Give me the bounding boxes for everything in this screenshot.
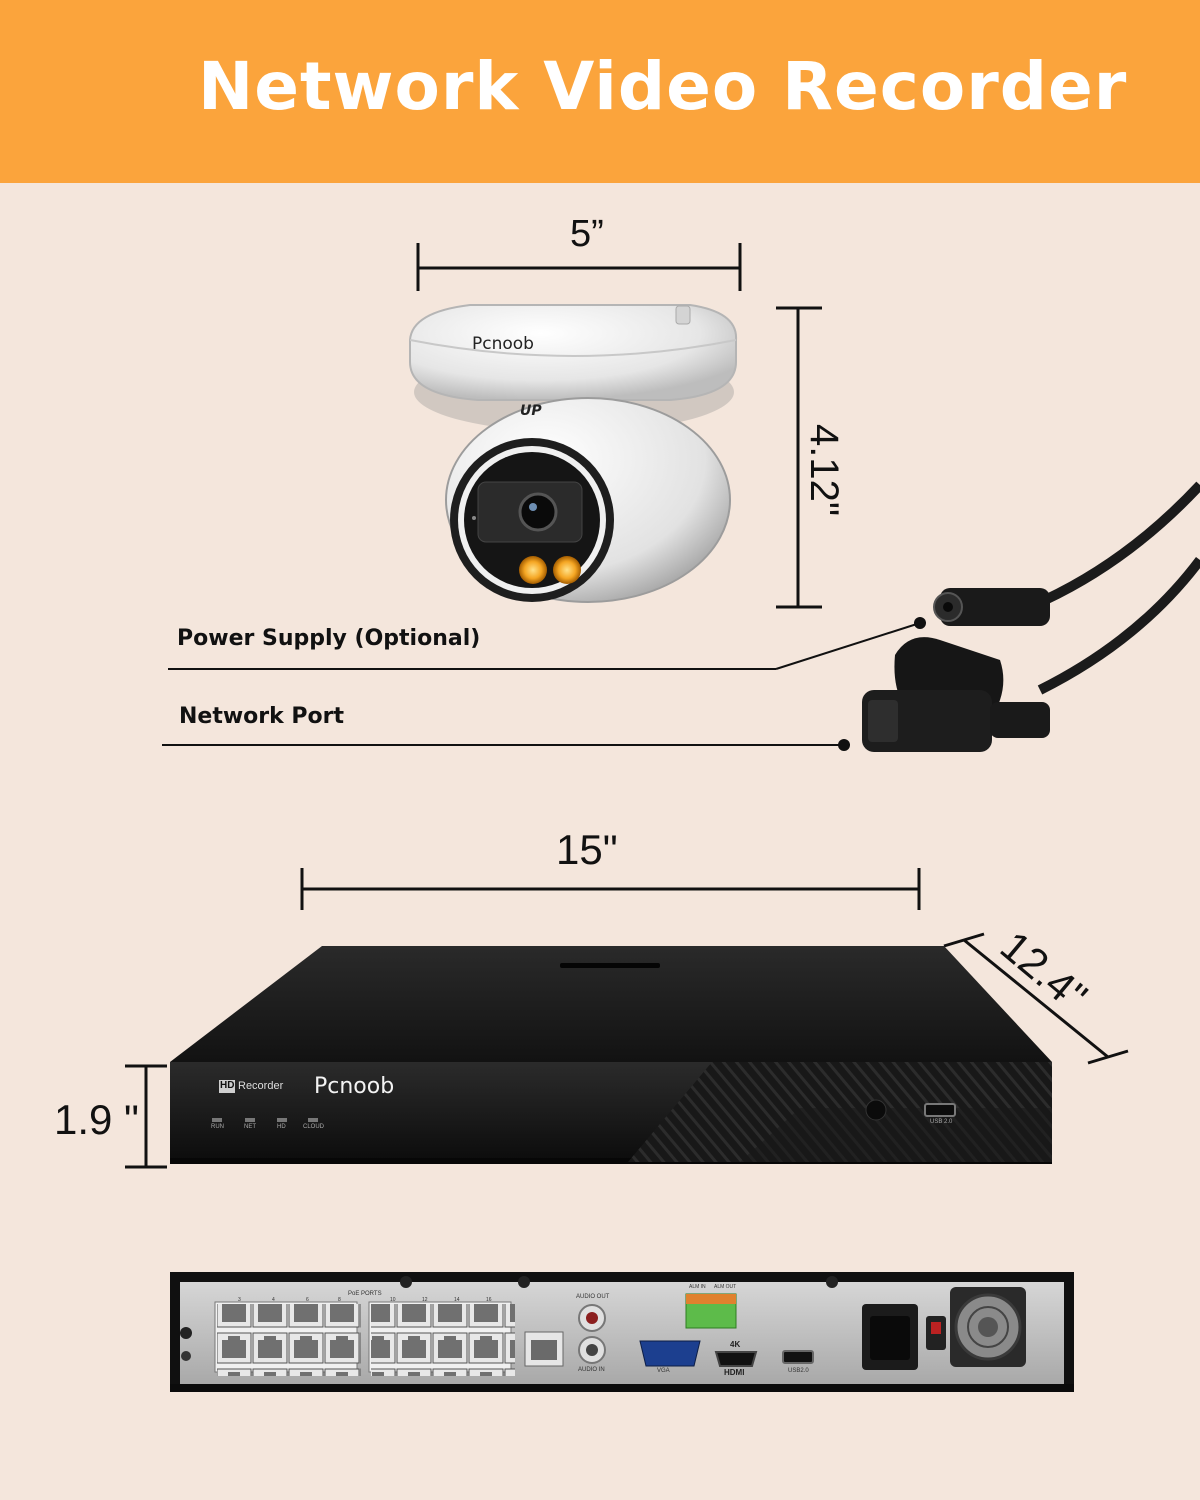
nvr-rear-view (170, 1272, 1074, 1392)
hdmi-4k-label: 4K (730, 1340, 741, 1349)
nvr-depth-dimension (943, 932, 1129, 1065)
nvr-front-view (170, 946, 1052, 1164)
camera-brand-logo: Pcnoob (472, 334, 534, 354)
nvr-usb-front-label: USB 2.0 (930, 1119, 953, 1125)
network-port-label: Network Port (179, 704, 345, 729)
hdmi-label: HDMI (724, 1368, 745, 1377)
camera-height-dimension (776, 306, 822, 609)
camera-up-mark: UP (520, 403, 542, 419)
power-supply-label: Power Supply (Optional) (177, 626, 481, 651)
port-number: 16 (486, 1297, 492, 1303)
port-number: 6 (306, 1297, 309, 1303)
nvr-height-label: 1.9 " (54, 1096, 139, 1143)
port-number: 3 (238, 1297, 241, 1303)
port-number: 10 (390, 1297, 396, 1303)
page-title: Network Video Recorder (198, 48, 1128, 125)
alarm-in-label: ALM IN (689, 1284, 706, 1290)
camera-width-label: 5” (570, 213, 604, 255)
spotlight-led-left (519, 556, 547, 584)
port-number: 14 (454, 1297, 460, 1303)
port-number: 4 (272, 1297, 275, 1303)
camera-width-dimension (416, 243, 742, 291)
nvr-width-dimension (300, 868, 921, 910)
nvr-height-dimension (125, 1064, 167, 1169)
nvr-led-run: RUN (211, 1124, 224, 1130)
nvr-led-net: NET (244, 1124, 256, 1130)
alarm-out-label: ALM OUT (714, 1284, 737, 1290)
nvr-brand-logo: Pcnoob (314, 1074, 395, 1099)
nvr-led-hd: HD (277, 1124, 286, 1130)
poe-ports-label: PoE PORTS (348, 1291, 382, 1297)
audio-in-label: AUDIO IN (578, 1367, 605, 1373)
nvr-led-cloud: CLOUD (303, 1124, 325, 1130)
power-supply-leader (168, 617, 926, 670)
port-number: 8 (338, 1297, 341, 1303)
port-number: 12 (422, 1297, 428, 1303)
network-port-leader (162, 739, 850, 751)
nvr-hd-badge: HD (220, 1080, 235, 1091)
camera-height-label: 4.12" (802, 424, 846, 517)
dome-camera (409, 304, 738, 603)
spotlight-led-right (553, 556, 581, 584)
camera-cables (862, 481, 1200, 752)
usb-rear-label: USB2.0 (788, 1368, 809, 1374)
vga-label: VGA (657, 1368, 670, 1374)
nvr-width-label: 15" (556, 826, 618, 873)
header-banner: Network Video Recorder (0, 0, 1200, 183)
audio-out-label: AUDIO OUT (576, 1294, 610, 1300)
nvr-recorder-label: Recorder (238, 1080, 284, 1092)
